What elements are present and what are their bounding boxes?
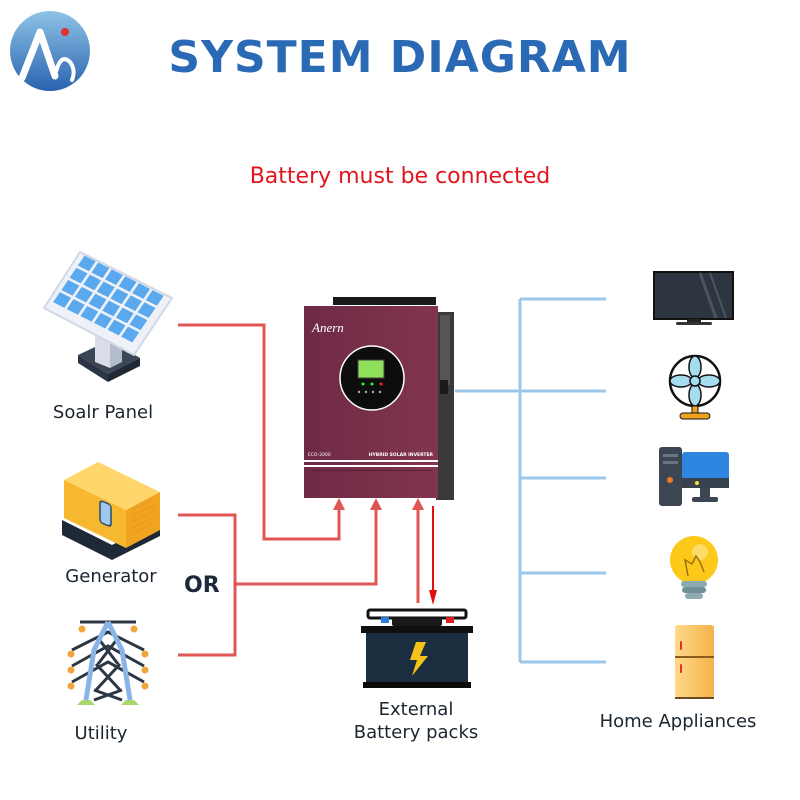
battery-down-arrowhead — [429, 590, 437, 605]
solar-cell — [115, 307, 134, 324]
solar-cell — [102, 300, 121, 317]
brand-logo-icon — [10, 11, 90, 91]
solar-cell — [145, 290, 164, 306]
solar-cell — [94, 312, 112, 329]
output-bus — [455, 297, 606, 664]
page-title: SYSTEM DIAGRAM — [168, 32, 632, 83]
solar-cell — [107, 319, 126, 336]
generator-utility-input-line — [178, 507, 378, 657]
solar-cell — [110, 288, 129, 305]
hybrid-inverter: Anern ECO-2000 HYBRID SOLAR INVERTER — [304, 297, 454, 500]
solar-cell — [132, 283, 151, 299]
battery-icon — [361, 608, 473, 688]
inverter-brand: Anern — [311, 320, 344, 335]
battery-label-line1: External — [378, 699, 454, 720]
battery-up-arrowhead — [412, 498, 424, 510]
solar-cell — [129, 314, 148, 331]
power-tower-icon — [67, 620, 149, 705]
solar-cell — [69, 267, 88, 284]
inverter-model: ECO-2000 — [308, 452, 331, 458]
battery-label-line2: Battery packs — [353, 722, 479, 743]
solar-panel-label: Soalr Panel — [52, 402, 154, 423]
solar-cell — [96, 281, 115, 298]
light-bulb-icon — [670, 536, 718, 599]
grid-input-arrowhead — [370, 498, 382, 510]
solar-input-arrowhead — [333, 498, 345, 510]
solar-input-line — [178, 323, 341, 541]
solar-cell — [88, 293, 107, 310]
solar-cell — [75, 286, 93, 303]
solar-panel-icon — [42, 250, 174, 382]
lcd-screen — [357, 359, 385, 379]
solar-cell — [118, 276, 137, 292]
solar-cell — [61, 279, 80, 296]
inverter-type-label: HYBRID SOLAR INVERTER — [369, 452, 434, 458]
solar-cell — [80, 305, 99, 322]
solar-cell — [53, 292, 72, 308]
fan-icon — [668, 354, 722, 420]
solar-cell — [83, 274, 102, 291]
home-appliances-label: Home Appliances — [599, 711, 757, 732]
or-label: OR — [184, 573, 220, 598]
computer-icon — [659, 447, 729, 506]
solar-cell — [124, 295, 142, 312]
solar-cell — [137, 302, 156, 318]
solar-cell — [121, 326, 140, 343]
solar-cell — [91, 262, 110, 279]
solar-cell — [66, 299, 85, 315]
battery-warning-notice: Battery must be connected — [249, 164, 551, 189]
generator-label: Generator — [65, 566, 157, 587]
refrigerator-icon — [675, 625, 714, 699]
utility-label: Utility — [74, 723, 128, 744]
solar-cell — [105, 269, 123, 286]
generator-icon — [62, 462, 160, 560]
solar-cell — [77, 255, 96, 272]
tv-icon — [653, 271, 734, 325]
